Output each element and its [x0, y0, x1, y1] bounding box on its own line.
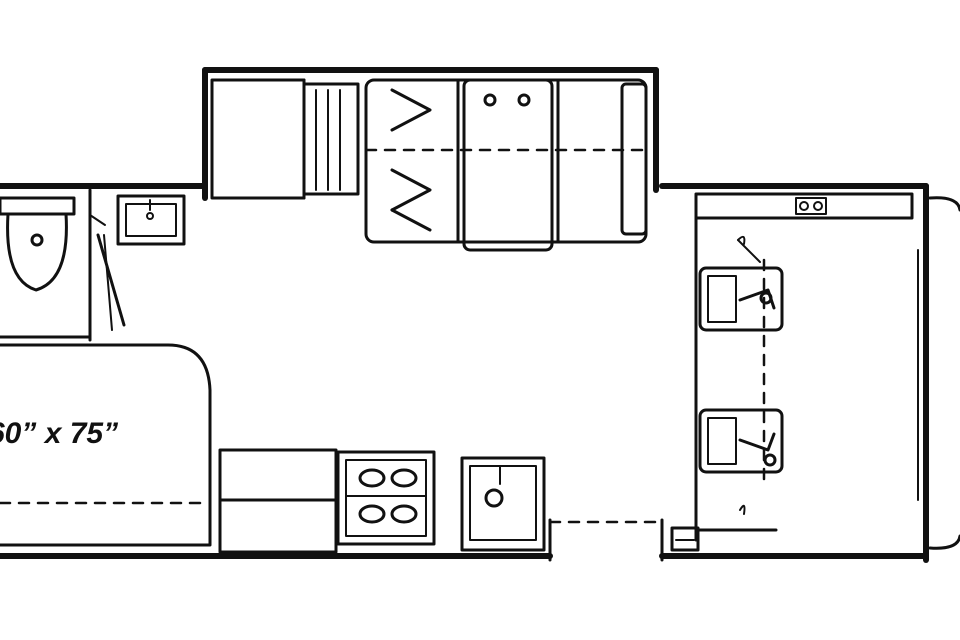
bathroom-door-icon: [89, 214, 126, 331]
bathroom-sink-icon: [116, 194, 186, 246]
bed: 60” x 75”: [0, 343, 212, 547]
bed-dimensions-label: 60” x 75”: [0, 417, 118, 450]
dinette-sofa: [364, 78, 648, 252]
bathroom: [0, 188, 186, 342]
cab-front: [917, 196, 960, 550]
wardrobe: [210, 78, 360, 200]
galley-cabinet: [218, 448, 338, 554]
toilet-icon: [0, 196, 76, 292]
cab-wall: [694, 216, 778, 542]
cab-counter: [694, 192, 914, 220]
driver-seat-icon: [698, 408, 784, 515]
entry-door-icon: [670, 526, 700, 552]
passenger-seat-icon: [698, 235, 784, 332]
exterior-walls: [0, 67, 929, 563]
galley-sink-icon: [460, 456, 546, 552]
stove-icon: [336, 450, 436, 546]
